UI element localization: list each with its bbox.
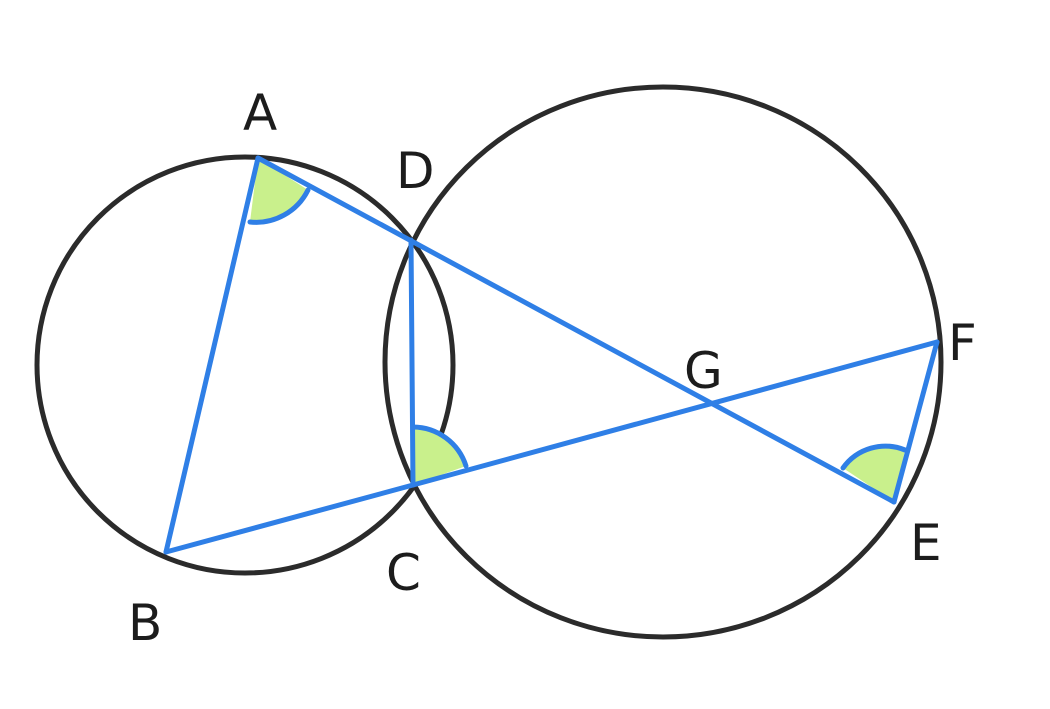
label-d: D <box>396 142 435 200</box>
label-f: F <box>948 314 977 372</box>
angle-a-arc <box>247 187 311 225</box>
left-circle <box>34 154 456 576</box>
label-a: A <box>243 84 277 142</box>
right-circle <box>382 84 944 640</box>
angle-e-fill <box>843 446 905 502</box>
angle-c-fill <box>413 427 466 485</box>
segment-ae <box>255 155 897 505</box>
label-c: C <box>386 544 421 602</box>
segment-cf <box>410 339 940 488</box>
segment-ab <box>163 155 261 555</box>
angle-e-arc <box>840 443 908 471</box>
segment-bc <box>163 482 416 555</box>
angle-c-arc <box>410 424 469 469</box>
label-b: B <box>128 594 162 652</box>
label-e: E <box>910 514 942 572</box>
label-g: G <box>684 342 723 400</box>
segment-ef <box>891 339 940 505</box>
segment-cd <box>408 237 416 488</box>
